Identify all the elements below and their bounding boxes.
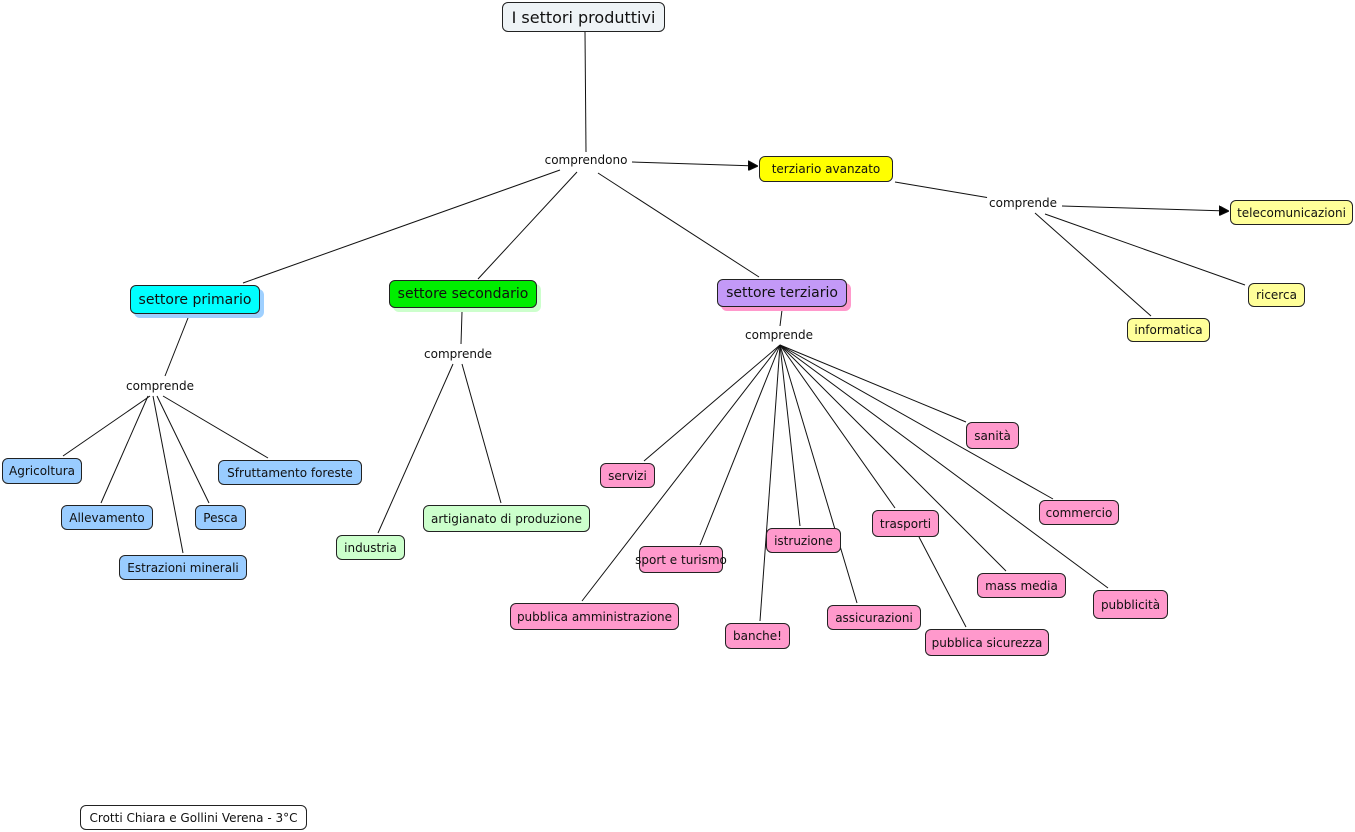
concept-trasporti[interactable]: trasporti xyxy=(872,510,939,537)
footer-authors[interactable]: Crotti Chiara e Gollini Verena - 3°C xyxy=(80,805,307,830)
concept-sfruttamento-foreste[interactable]: Sfruttamento foreste xyxy=(218,460,362,485)
concept-informatica[interactable]: informatica xyxy=(1127,318,1210,342)
link-comprende-terziario[interactable]: comprende xyxy=(743,328,815,342)
concept-allevamento[interactable]: Allevamento xyxy=(61,505,153,530)
concept-pesca[interactable]: Pesca xyxy=(195,505,246,530)
concept-assicurazioni[interactable]: assicurazioni xyxy=(827,605,921,630)
concept-settore-primario[interactable]: settore primario xyxy=(130,285,260,314)
concept-sanita[interactable]: sanità xyxy=(966,422,1019,449)
link-comprende-secondario[interactable]: comprende xyxy=(422,347,494,361)
concept-pubblica-amministrazione[interactable]: pubblica amministrazione xyxy=(510,603,679,630)
root-concept[interactable]: I settori produttivi xyxy=(502,2,665,32)
concept-pubblicita[interactable]: pubblicità xyxy=(1093,590,1168,619)
concept-banche[interactable]: banche! xyxy=(725,623,790,649)
concept-settore-terziario[interactable]: settore terziario xyxy=(717,279,847,307)
concept-ricerca[interactable]: ricerca xyxy=(1248,283,1305,307)
concept-commercio[interactable]: commercio xyxy=(1039,500,1119,525)
concept-servizi[interactable]: servizi xyxy=(600,463,655,488)
concept-estrazioni-minerali[interactable]: Estrazioni minerali xyxy=(119,555,247,580)
concept-agricoltura[interactable]: Agricoltura xyxy=(2,458,82,484)
concept-settore-secondario[interactable]: settore secondario xyxy=(389,280,537,308)
concept-industria[interactable]: industria xyxy=(336,535,405,560)
concept-istruzione[interactable]: istruzione xyxy=(766,528,841,553)
concept-artigianato[interactable]: artigianato di produzione xyxy=(423,505,590,532)
concept-pubblica-sicurezza[interactable]: pubblica sicurezza xyxy=(925,629,1049,656)
link-comprende-avanzato[interactable]: comprende xyxy=(987,196,1059,210)
concept-telecomunicazioni[interactable]: telecomunicazioni xyxy=(1230,200,1353,225)
concept-mass-media[interactable]: mass media xyxy=(977,573,1066,598)
concept-terziario-avanzato[interactable]: terziario avanzato xyxy=(759,156,893,182)
link-comprende-primario[interactable]: comprende xyxy=(124,379,196,393)
concept-sport-turismo[interactable]: sport e turismo xyxy=(635,546,727,573)
link-comprendono[interactable]: comprendono xyxy=(542,153,630,167)
